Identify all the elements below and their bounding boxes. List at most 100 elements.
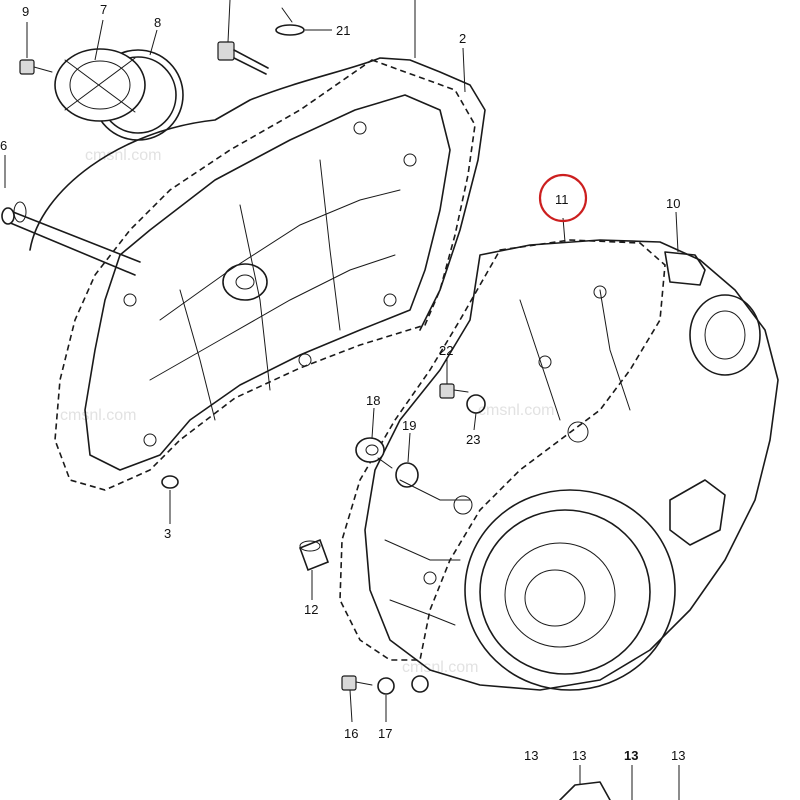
- left-cover-boss-c: [123, 293, 137, 307]
- washer-17-b: [411, 675, 429, 693]
- inspection-cover-cross-1: [64, 59, 136, 113]
- label-part-9[interactable]: 9: [22, 4, 29, 19]
- label-part-6[interactable]: 6: [0, 138, 7, 153]
- clutch-housing-hub: [524, 569, 586, 627]
- label-part-3[interactable]: 3: [164, 526, 171, 541]
- clutch-housing-outer: [464, 489, 676, 691]
- clutch-cover-rib-4: [384, 539, 461, 561]
- left-cover-rib-3: [239, 204, 271, 391]
- highlight-circle: [538, 173, 588, 223]
- label-part-13c[interactable]: 13: [624, 748, 638, 763]
- clutch-cover-rib-3: [399, 479, 471, 501]
- label-part-23[interactable]: 23: [466, 432, 480, 447]
- label-part-19[interactable]: 19: [402, 418, 416, 433]
- label-part-10[interactable]: 10: [666, 196, 680, 211]
- leader-19: [407, 432, 411, 463]
- left-cover-center-hole: [235, 274, 255, 290]
- left-cover-rib-1: [159, 189, 401, 321]
- side-inspection-plate: [669, 479, 726, 546]
- bolt-4-head: [217, 41, 235, 61]
- clutch-cover-boss-a: [567, 421, 589, 443]
- label-part-4[interactable]: 4: [226, 0, 233, 3]
- dowel-3: [161, 475, 179, 489]
- inspection-cover-assembly: [19, 7, 305, 141]
- bottom-right-part: [559, 781, 611, 800]
- leader-lines: [4, 0, 680, 800]
- inspection-cover-plate: [54, 48, 146, 122]
- shaft-washer: [13, 201, 27, 223]
- plug-18: [355, 437, 385, 463]
- watermark-3: cmsnl.com: [478, 402, 554, 419]
- clutch-cover-boss-d: [538, 355, 552, 369]
- washer-21: [275, 24, 305, 36]
- clutch-cover: [339, 239, 779, 691]
- label-part-21[interactable]: 21: [336, 23, 350, 38]
- clutch-housing-ring: [479, 509, 651, 675]
- clutch-cover-boss-e: [423, 571, 437, 585]
- clutch-cover-rib-2: [599, 289, 631, 411]
- label-part-18[interactable]: 18: [366, 393, 380, 408]
- clutch-cover-bulge-inner: [704, 310, 746, 360]
- label-part-11[interactable]: 11: [555, 192, 569, 207]
- left-cover-rib-4: [319, 159, 341, 331]
- leader-7: [94, 19, 104, 61]
- dowel-12-end: [299, 540, 321, 552]
- watermark-2: cmsnl.com: [60, 407, 136, 424]
- inspection-cover-inner: [69, 60, 131, 110]
- clutch-cover-body: [364, 239, 779, 691]
- washer-17: [377, 677, 395, 695]
- plug-18-thread: [377, 457, 393, 469]
- inspection-cover-cross-2: [64, 57, 136, 111]
- label-part-2[interactable]: 2: [459, 31, 466, 46]
- left-cover-center-boss: [222, 263, 268, 301]
- label-part-12[interactable]: 12: [304, 602, 318, 617]
- clutch-cover-gasket: [339, 239, 666, 661]
- part-labels: 9 7 8 4 21 2 6 3 11 10 22 18 19 23 12 16…: [0, 0, 685, 763]
- left-cover-boss-d: [383, 293, 397, 307]
- left-cover-boss-b: [403, 153, 417, 167]
- label-part-8[interactable]: 8: [154, 15, 161, 30]
- leader-2: [462, 47, 466, 93]
- label-part-13d[interactable]: 13: [671, 748, 685, 763]
- clutch-cover-boss-b: [453, 495, 473, 515]
- bolt-4-shank: [233, 49, 269, 75]
- left-cover-rib-2: [149, 254, 396, 381]
- bolt-22-head: [439, 383, 455, 399]
- left-cover-gasket: [54, 59, 476, 491]
- leader-18: [371, 407, 375, 439]
- pin-21: [281, 7, 293, 23]
- bolt-16-shank: [355, 681, 373, 686]
- clutch-cover-rib-1: [519, 299, 561, 421]
- bolt-9-head: [19, 59, 35, 75]
- label-part-7[interactable]: 7: [100, 2, 107, 17]
- bolt-22-shank: [453, 389, 469, 393]
- left-cover-boss-a: [353, 121, 367, 135]
- left-crankcase-cover: [1, 57, 486, 491]
- plug-18-inner: [365, 444, 379, 456]
- label-part-22[interactable]: 22: [439, 343, 453, 358]
- dowel-12: [298, 538, 330, 572]
- left-cover-back-silhouette: [29, 57, 486, 331]
- shaft: [7, 209, 141, 276]
- bolt-16-head: [341, 675, 357, 691]
- leader-23: [473, 412, 477, 431]
- label-part-13a[interactable]: 13: [524, 748, 538, 763]
- oring-19: [395, 462, 419, 488]
- clutch-cover-boss-c: [593, 285, 607, 299]
- leader-4: [227, 0, 231, 43]
- label-part-13b[interactable]: 13: [572, 748, 586, 763]
- clutch-cover-bulge: [689, 294, 761, 376]
- clutch-cover-top-tab: [664, 251, 706, 286]
- left-cover-boss-e: [298, 353, 312, 367]
- leader-8: [149, 29, 158, 56]
- leader-10: [675, 211, 679, 253]
- left-cover-rib-5: [179, 289, 216, 421]
- label-part-16[interactable]: 16: [344, 726, 358, 741]
- clutch-housing-inner: [504, 542, 616, 648]
- bolt-9-shank: [33, 66, 53, 73]
- label-part-17[interactable]: 17: [378, 726, 392, 741]
- leader-16: [349, 689, 353, 723]
- clutch-cover-rib-5: [389, 599, 456, 626]
- shaft-end: [1, 207, 15, 225]
